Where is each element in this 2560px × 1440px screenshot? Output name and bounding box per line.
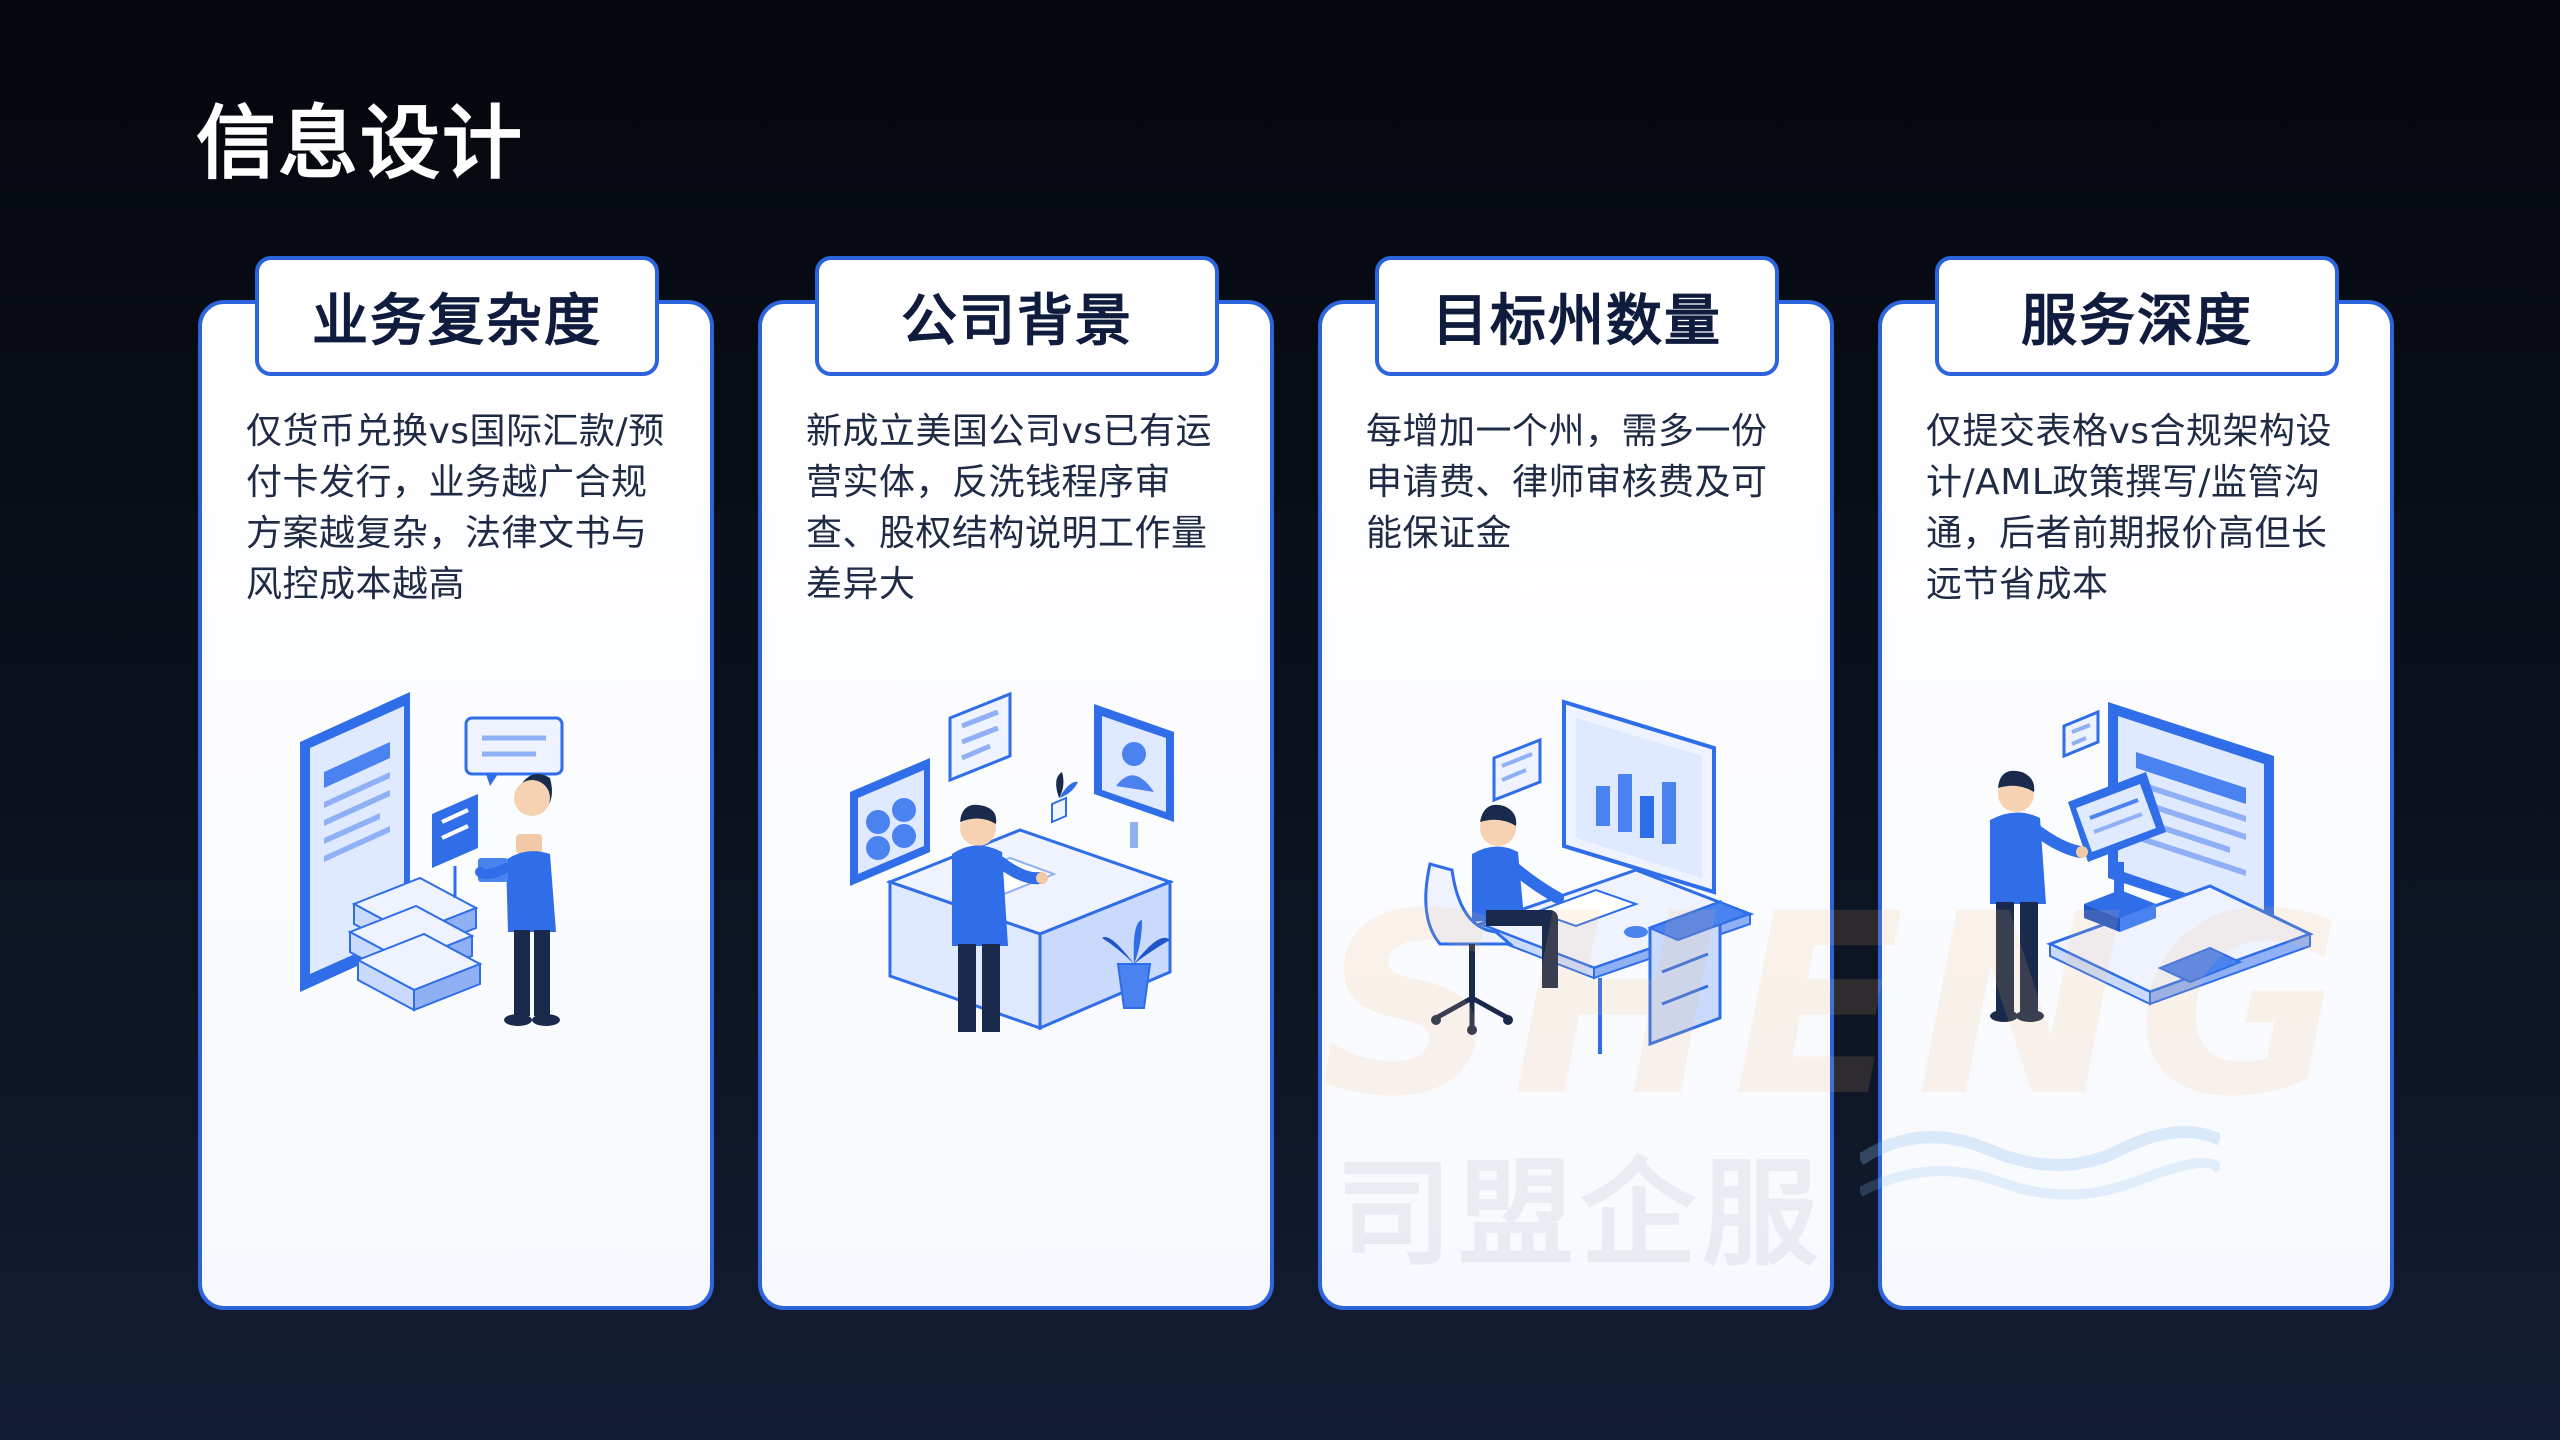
office-desk-illustration <box>850 691 1175 1032</box>
card-description: 每增加一个州，需多一份申请费、律师审核费及可能保证金 <box>1366 411 1768 554</box>
card-target-states: 目标州数量 每增加一个州，需多一份申请费、律师审核费及可能保证金 <box>1318 256 1834 1310</box>
card-header: 公司背景 <box>815 256 1219 376</box>
compliance-terminal-illustration <box>1990 702 2314 1022</box>
documents-and-consultant-illustration <box>300 692 564 1026</box>
card-title: 业务复杂度 <box>312 288 602 354</box>
card-title: 公司背景 <box>901 288 1133 354</box>
card-header: 服务深度 <box>1935 256 2339 376</box>
card-title: 服务深度 <box>2021 288 2253 354</box>
workstation-analytics-illustration <box>1424 699 1755 1054</box>
card-description: 仅货币兑换vs国际汇款/预付卡发行，业务越广合规方案越复杂，法律文书与风控成本越… <box>246 411 665 605</box>
card-header: 目标州数量 <box>1375 256 1779 376</box>
page-title: 信息设计 <box>196 97 524 190</box>
card-description: 新成立美国公司vs已有运营实体，反洗钱程序审查、股权结构说明工作量差异大 <box>806 411 1213 605</box>
card-company-background: 公司背景 新成立美国公司vs已有运营实体，反洗钱程序审查、股权结构说明工作量差异… <box>758 256 1274 1310</box>
card-header: 业务复杂度 <box>255 256 659 376</box>
card-service-depth: 服务深度 仅提交表格vs合规架构设计/AML政策撰写/监管沟通，后者前期报价高但… <box>1878 256 2394 1310</box>
card-title: 目标州数量 <box>1432 288 1722 354</box>
card-business-complexity: 业务复杂度 仅货币兑换vs国际汇款/预付卡发行，业务越广合规方案越复杂，法律文书… <box>198 256 714 1310</box>
card-description: 仅提交表格vs合规架构设计/AML政策撰写/监管沟通，后者前期报价高但长远节省成… <box>1926 411 2333 605</box>
